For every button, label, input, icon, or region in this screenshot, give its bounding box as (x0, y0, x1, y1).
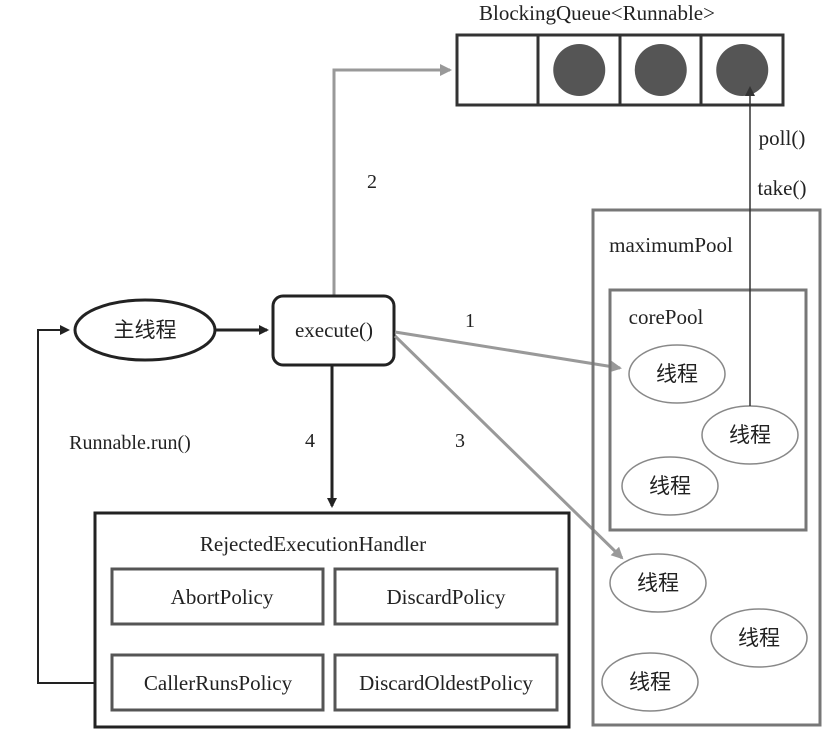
caller-runs-policy-box (110, 653, 325, 712)
queued-task-1 (553, 44, 606, 96)
extra-thread-1-label: 线程 (637, 571, 679, 595)
abort-policy-label: AbortPolicy (171, 585, 274, 609)
abort-policy-box (110, 567, 325, 626)
core-thread-2-label: 线程 (729, 423, 771, 447)
core-thread-1-label: 线程 (656, 362, 698, 386)
rejected-handler-title: RejectedExecutionHandler (200, 532, 426, 556)
step-4-label: 4 (305, 430, 315, 452)
extra-thread-2 (710, 608, 808, 668)
maximum-pool-label: maximumPool (609, 233, 733, 257)
arrow-to-core-pool (394, 330, 622, 373)
main-thread-label: 主线程 (114, 318, 177, 342)
core-thread-1 (628, 344, 726, 404)
core-pool-label: corePool (629, 305, 704, 329)
extra-thread-3 (601, 652, 699, 712)
main-thread-node (73, 298, 217, 362)
discard-policy-box (333, 567, 559, 626)
arrow-to-queue (332, 64, 452, 296)
runnable-run-label: Runnable.run() (69, 432, 191, 454)
core-thread-3-label: 线程 (649, 474, 691, 498)
step-1-label: 1 (465, 310, 475, 332)
execute-label: execute() (295, 318, 373, 342)
caller-runs-policy-label: CallerRunsPolicy (144, 671, 293, 695)
extra-thread-2-label: 线程 (738, 626, 780, 650)
poll-label: poll() (759, 126, 806, 150)
extra-thread-3-label: 线程 (629, 670, 671, 694)
core-thread-3 (621, 456, 719, 516)
take-label: take() (758, 176, 807, 200)
arrow-caller-runs-to-main (37, 325, 110, 684)
step-2-label: 2 (367, 171, 377, 193)
discard-oldest-policy-label: DiscardOldestPolicy (359, 671, 533, 695)
step-3-label: 3 (455, 430, 465, 452)
arrow-to-maximum-pool (393, 334, 624, 560)
queued-task-3 (716, 44, 769, 96)
maximum-pool-box (591, 208, 822, 727)
discard-oldest-policy-box (333, 653, 559, 712)
extra-thread-1 (609, 553, 707, 613)
queue-label: BlockingQueue<Runnable> (479, 1, 715, 25)
blocking-queue (455, 33, 785, 107)
core-pool-box (608, 288, 808, 532)
queued-task-2 (634, 44, 687, 96)
discard-policy-label: DiscardPolicy (387, 585, 506, 609)
